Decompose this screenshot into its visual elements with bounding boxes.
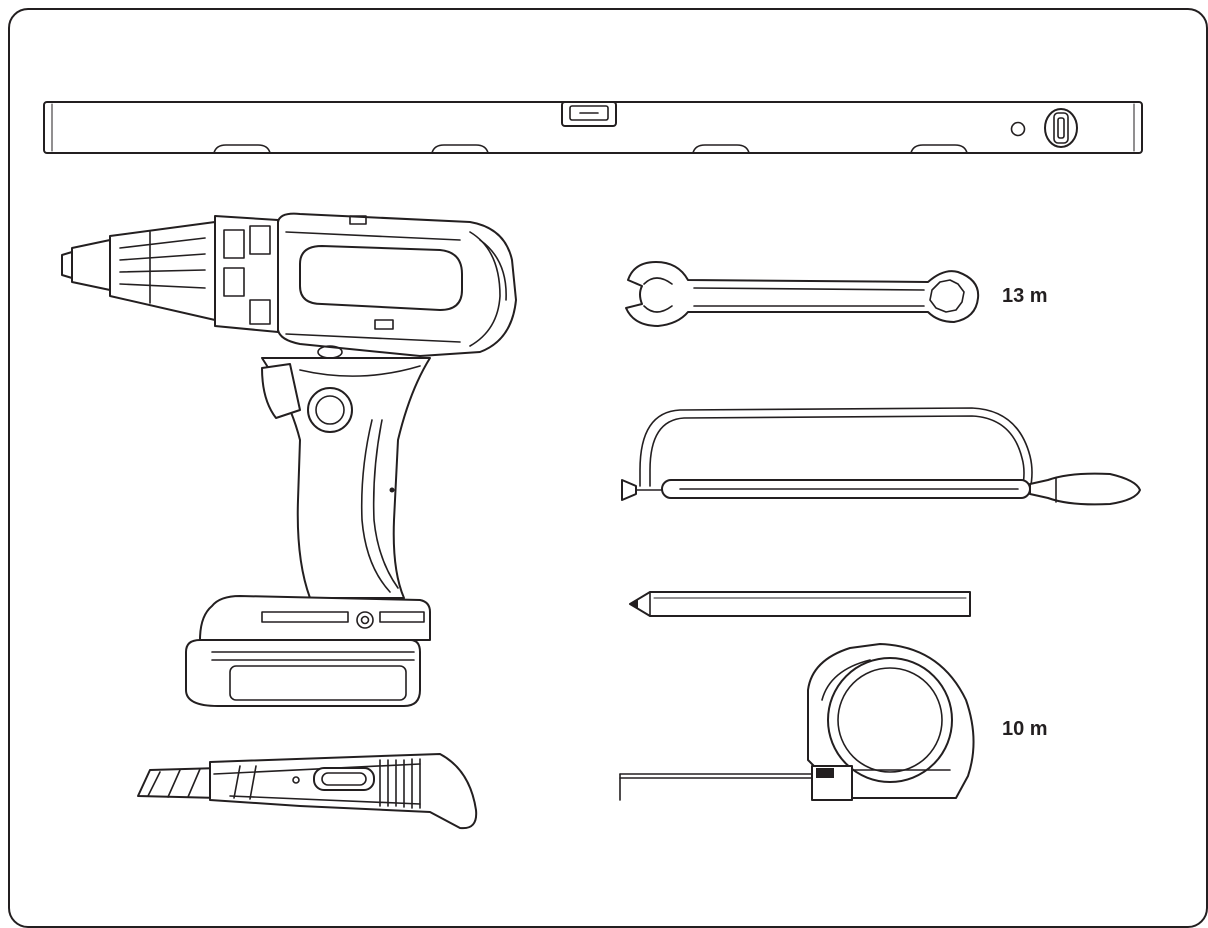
wrench-size-label: 13 m bbox=[1002, 285, 1048, 307]
tape-length-label: 10 m bbox=[1002, 718, 1048, 740]
utility-knife-icon bbox=[137, 753, 478, 830]
carpenter-pencil-icon bbox=[629, 591, 971, 617]
cordless-drill-icon bbox=[61, 212, 517, 707]
tape-measure-icon bbox=[619, 643, 975, 801]
hacksaw-icon bbox=[621, 407, 1141, 506]
spirit-level-icon bbox=[43, 101, 1143, 154]
combination-wrench-icon bbox=[625, 261, 980, 327]
